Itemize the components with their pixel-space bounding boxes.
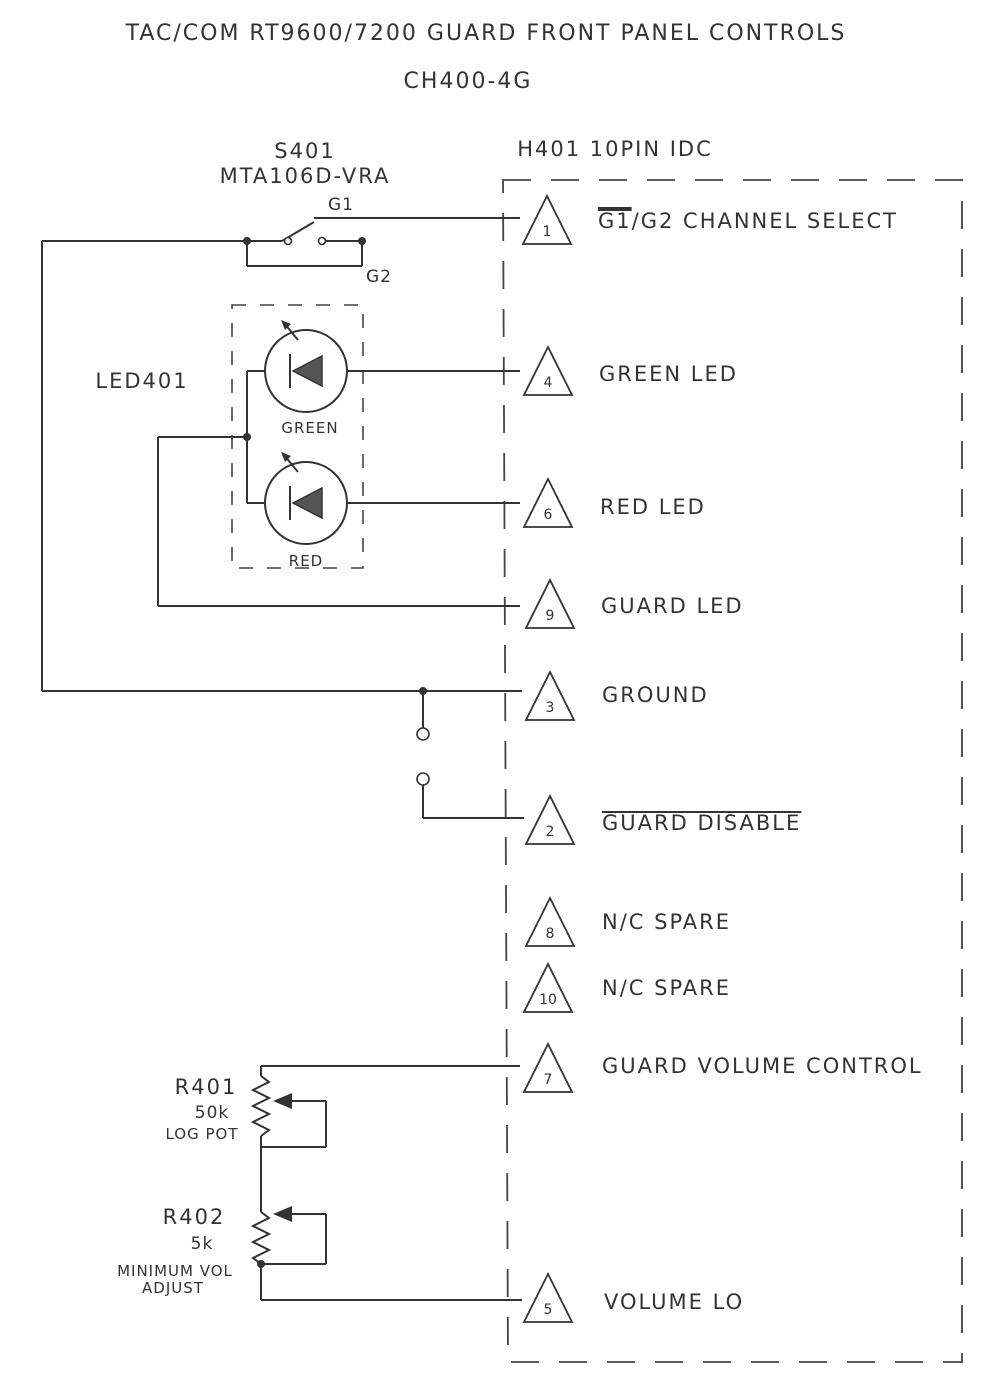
led-package-box: [231, 304, 364, 569]
pin-triangle: [524, 577, 576, 629]
ground-wiring: [41, 241, 522, 741]
pin-triangle: [524, 895, 576, 947]
header-pin-4: 4 GREEN LED: [522, 344, 738, 396]
pin-label: GROUND: [602, 683, 709, 707]
switch-part-label: MTA106D-VRA: [220, 164, 391, 188]
pin-number: 1: [543, 224, 552, 240]
led-wiring: [157, 370, 520, 607]
r401-note-label: LOG POT: [165, 1125, 238, 1143]
r402-symbol: [250, 1206, 522, 1301]
header-pin-9: 9 GUARD LED: [524, 577, 744, 629]
pin-label: N/C SPARE: [602, 976, 731, 1000]
header-ref-label: H401 10PIN IDC: [517, 137, 713, 161]
r402-ref-label: R402: [163, 1205, 226, 1229]
pin-number: 3: [546, 700, 555, 716]
header-pins: 1 G1/G2 CHANNEL SELECT 4 GREEN LED 6 RED LED 9…: [521, 193, 923, 1323]
led-red-label: RED: [289, 552, 323, 570]
diagram-subtitle: CH400-4G: [404, 69, 533, 94]
r402-note-line2: ADJUST: [142, 1279, 204, 1297]
pin-number: 6: [544, 507, 553, 523]
pin-triangle: [522, 476, 574, 528]
pin-label: GREEN LED: [599, 362, 738, 386]
pin-label: N/C SPARE: [602, 910, 731, 934]
pin-triangle: [522, 1041, 574, 1093]
led-green-label: GREEN: [281, 419, 338, 437]
pin-number: 4: [544, 375, 553, 391]
header-pin-3: 3 GROUND: [524, 669, 709, 721]
header-box: [502, 179, 963, 1363]
pin-number: 7: [544, 1072, 553, 1088]
r401-symbol: [250, 1065, 520, 1212]
led-green-symbol: [264, 320, 348, 413]
r401-ref-label: R401: [175, 1075, 238, 1099]
led-ref-label: LED401: [95, 369, 188, 393]
r401-value-label: 50k: [195, 1103, 229, 1123]
pin-triangle: [522, 1271, 574, 1323]
header-pin-8: 8 N/C SPARE: [524, 895, 731, 947]
pin-triangle: [524, 793, 576, 845]
pin-number: 9: [546, 608, 555, 624]
diagram-title: TAC/COM RT9600/7200 GUARD FRONT PANEL CO…: [125, 21, 847, 46]
switch-s401-symbol: [42, 217, 520, 267]
r402-note-line1: MINIMUM VOL: [117, 1262, 233, 1280]
switch-pole-g1-label: G1: [328, 195, 354, 215]
pin-label: RED LED: [600, 495, 706, 519]
led-red-symbol: [264, 452, 348, 545]
header-pin-6: 6 RED LED: [522, 476, 706, 528]
pin-triangle: [521, 193, 573, 245]
header-pin-5: 5 VOLUME LO: [522, 1271, 744, 1323]
r402-value-label: 5k: [191, 1234, 214, 1254]
switch-ref-label: S401: [274, 139, 335, 163]
pin-number: 8: [546, 926, 555, 942]
header-pin-1: 1 G1/G2 CHANNEL SELECT: [521, 193, 898, 245]
pin-triangle: [524, 669, 576, 721]
pin-number: 10: [539, 992, 557, 1008]
pin-number: 2: [546, 824, 555, 840]
pin-label: G1/G2 CHANNEL SELECT: [598, 209, 898, 233]
pin-label: GUARD DISABLE: [602, 811, 801, 835]
header-pin-10: 10 N/C SPARE: [522, 961, 731, 1013]
pin-label: GUARD LED: [601, 594, 744, 618]
guard-disable-wiring: [416, 772, 524, 819]
pin-triangle: [522, 344, 574, 396]
header-pin-2: 2 GUARD DISABLE: [524, 793, 802, 845]
switch-pole-g2-label: G2: [366, 267, 392, 287]
pin-number: 5: [544, 1302, 553, 1318]
pin-label: VOLUME LO: [604, 1290, 744, 1314]
header-pin-7: 7 GUARD VOLUME CONTROL: [522, 1041, 923, 1093]
pin-label: GUARD VOLUME CONTROL: [602, 1054, 923, 1078]
pin-triangle: [522, 961, 574, 1013]
